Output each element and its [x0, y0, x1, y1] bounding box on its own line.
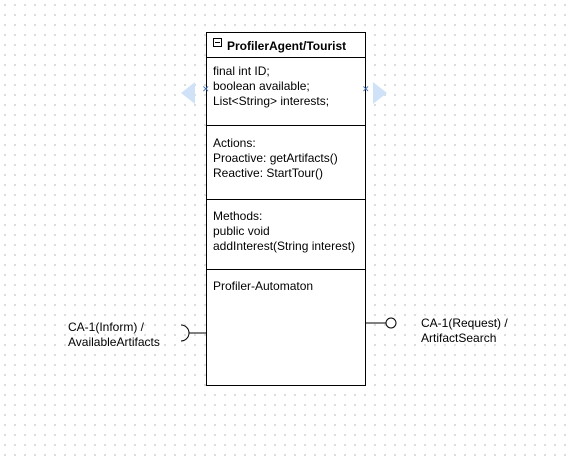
class-header[interactable]: ProfilerAgent/Tourist: [207, 33, 365, 58]
automaton-line: Profiler-Automaton: [213, 279, 314, 293]
methods-line: public void: [213, 224, 270, 238]
actions-line: Actions:: [213, 136, 256, 150]
provided-port-label-line: CA-1(Request) /: [421, 316, 508, 330]
methods-line: addInterest(String interest): [213, 239, 356, 253]
required-interface-socket: [180, 324, 190, 342]
actions-line: Reactive: StartTour(): [213, 166, 324, 180]
provided-interface-lollipop: [385, 317, 397, 329]
attribute-line: final int ID;: [213, 64, 270, 78]
provided-port-label-line: ArtifactSearch: [421, 331, 497, 345]
methods-line: Methods:: [213, 209, 263, 223]
actions-line: Proactive: getArtifacts(): [213, 151, 338, 165]
uml-class-box[interactable]: ProfilerAgent/Tourist final int ID; bool…: [206, 32, 366, 386]
attributes-section[interactable]: final int ID; boolean available; List<St…: [207, 58, 365, 126]
required-port-label-line: CA-1(Inform) /: [68, 320, 145, 334]
attribute-line: List<String> interests;: [213, 94, 330, 108]
collapse-toggle-icon[interactable]: [213, 38, 222, 47]
resize-handle-left-icon[interactable]: [181, 82, 195, 104]
provided-port-label[interactable]: CA-1(Request) / ArtifactSearch: [421, 316, 508, 346]
resize-handle-right-icon[interactable]: [373, 82, 387, 104]
attribute-line: boolean available;: [213, 79, 310, 93]
class-title: ProfilerAgent/Tourist: [227, 39, 347, 53]
methods-section[interactable]: Methods: public void addInterest(String …: [207, 200, 365, 270]
required-port-label[interactable]: CA-1(Inform) / AvailableArtifacts: [68, 320, 160, 350]
selection-point-left-icon[interactable]: ✕: [202, 85, 210, 95]
automaton-section[interactable]: Profiler-Automaton: [207, 270, 365, 385]
actions-section[interactable]: Actions: Proactive: getArtifacts() React…: [207, 126, 365, 200]
selection-point-right-icon[interactable]: ✕: [362, 85, 370, 95]
required-port-label-line: AvailableArtifacts: [68, 335, 160, 349]
